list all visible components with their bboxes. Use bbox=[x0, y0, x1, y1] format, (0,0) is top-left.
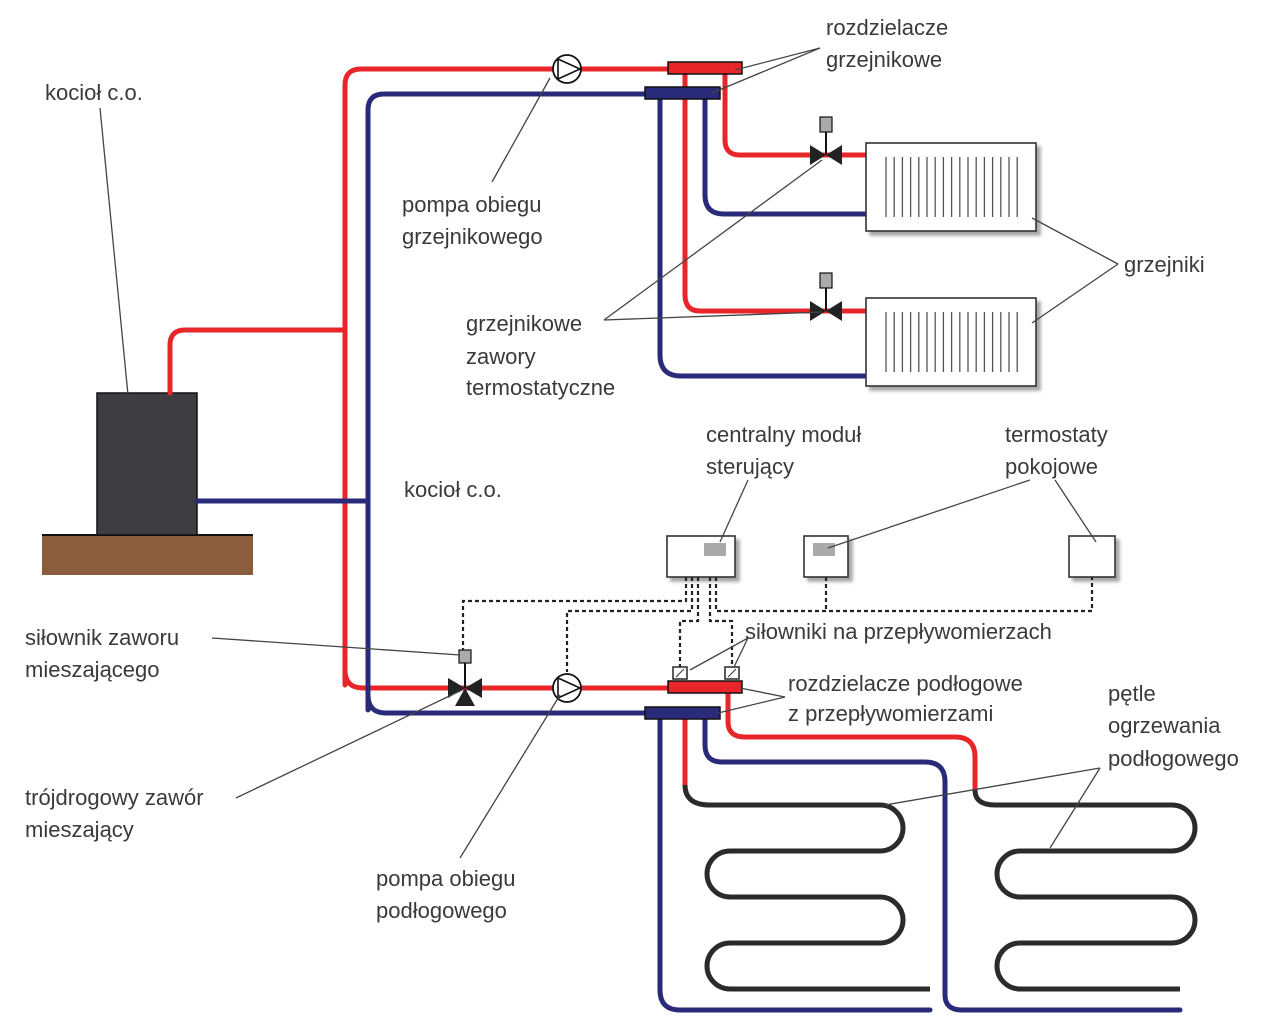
label-flowmeter-actuators: siłowniki na przepływomierzach bbox=[745, 619, 1052, 644]
leader-lines bbox=[99, 47, 1119, 859]
floor-pump bbox=[552, 673, 582, 703]
labels: kocioł c.o. rozdzielacze grzejnikowe pom… bbox=[25, 15, 1239, 923]
label-floor-pump-2: podłogowego bbox=[376, 898, 507, 923]
label-mixing-actuator-1: siłownik zaworu bbox=[25, 625, 179, 650]
control-module bbox=[666, 535, 736, 578]
floor-manifolds bbox=[644, 666, 743, 720]
label-floor-manifolds-2: z przepływomierzami bbox=[788, 701, 993, 726]
boiler bbox=[42, 392, 253, 575]
label-boiler-mid: kocioł c.o. bbox=[404, 477, 502, 502]
thermostatic-valve-bottom bbox=[810, 272, 842, 321]
label-radiator-pump-1: pompa obiegu bbox=[402, 192, 541, 217]
label-control-module-1: centralny moduł bbox=[706, 422, 861, 447]
label-radiator-manifolds-2: grzejnikowe bbox=[826, 47, 942, 72]
radiator-manifolds bbox=[644, 61, 743, 100]
label-floor-loops-1: pętle bbox=[1108, 681, 1156, 706]
room-thermostat-1 bbox=[803, 535, 849, 578]
label-control-module-2: sterujący bbox=[706, 454, 794, 479]
radiator-pump bbox=[552, 54, 582, 84]
label-three-way-valve-1: trójdrogowy zawór bbox=[25, 785, 204, 810]
room-thermostat-2 bbox=[1068, 535, 1116, 578]
supply-pipes bbox=[167, 66, 978, 793]
label-thermostatic-valves-1: grzejnikowe bbox=[466, 311, 582, 336]
three-way-mixing-valve bbox=[448, 649, 482, 706]
return-pipes bbox=[194, 91, 1183, 1013]
label-radiator-pump-2: grzejnikowego bbox=[402, 224, 543, 249]
control-wiring bbox=[461, 577, 1094, 672]
label-floor-manifolds-1: rozdzielacze podłogowe bbox=[788, 671, 1023, 696]
label-floor-loops-3: podłogowego bbox=[1108, 746, 1239, 771]
thermostatic-valve-top bbox=[810, 116, 842, 165]
boiler-body bbox=[96, 392, 198, 536]
label-floor-loops-2: ogrzewania bbox=[1108, 713, 1221, 738]
label-floor-pump-1: pompa obiegu bbox=[376, 866, 515, 891]
floor-loops bbox=[682, 784, 1198, 992]
label-room-thermostats-2: pokojowe bbox=[1005, 454, 1098, 479]
ground-base bbox=[42, 535, 253, 575]
radiator-bottom bbox=[865, 297, 1037, 387]
label-boiler-top: kocioł c.o. bbox=[45, 80, 143, 105]
label-radiators: grzejniki bbox=[1124, 252, 1205, 277]
radiator-top bbox=[865, 142, 1037, 232]
label-thermostatic-valves-2: zawory bbox=[466, 344, 536, 369]
label-radiator-manifolds-1: rozdzielacze bbox=[826, 15, 948, 40]
label-thermostatic-valves-3: termostatyczne bbox=[466, 375, 615, 400]
label-room-thermostats-1: termostaty bbox=[1005, 422, 1108, 447]
label-three-way-valve-2: mieszający bbox=[25, 817, 134, 842]
label-mixing-actuator-2: mieszającego bbox=[25, 657, 160, 682]
